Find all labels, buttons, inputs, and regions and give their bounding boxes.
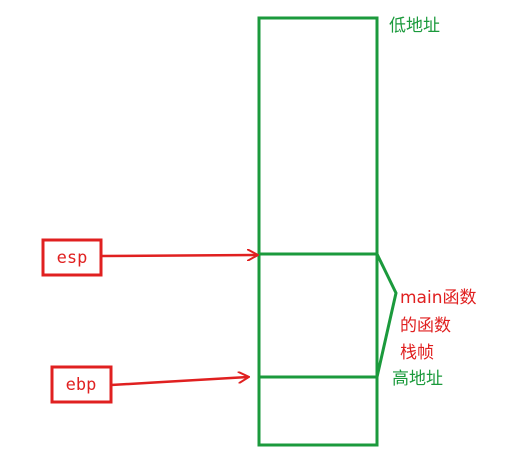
esp-register-label: esp xyxy=(57,248,88,268)
ebp-register-label: ebp xyxy=(66,375,97,395)
frame-annotation-line2: 的函数 xyxy=(400,316,451,336)
low-address-label: 低地址 xyxy=(389,16,440,36)
stack-memory-block xyxy=(257,16,379,447)
frame-annotation-line1: main函数 xyxy=(400,288,476,308)
frame-bracket xyxy=(375,253,398,378)
esp-register-box xyxy=(41,238,103,277)
frame-annotation-line3: 栈帧 xyxy=(400,343,434,363)
ebp-pointer-arrow xyxy=(110,377,248,387)
high-address-label: 高地址 xyxy=(392,369,443,389)
esp-pointer-arrow xyxy=(100,255,257,256)
